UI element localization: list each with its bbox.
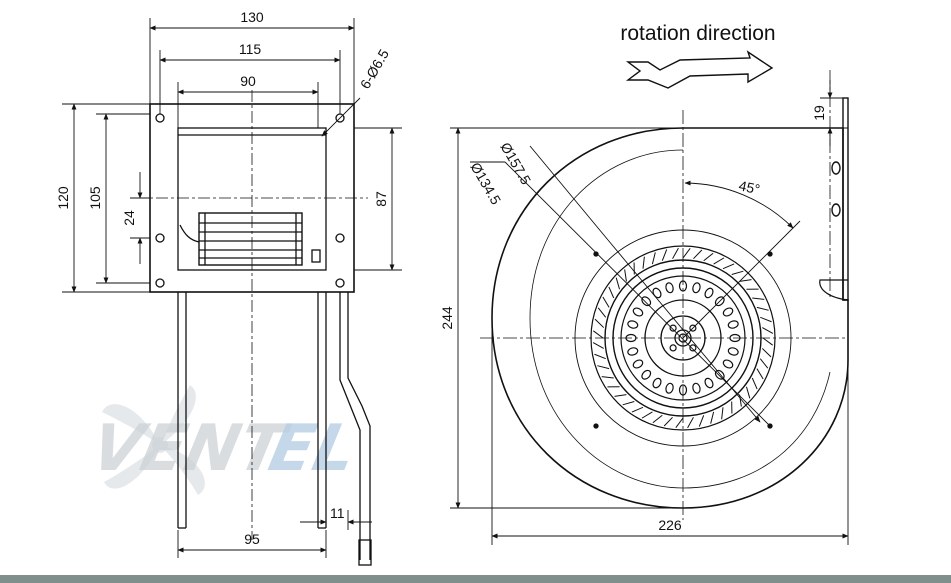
rotor-vent-hole	[652, 377, 662, 389]
impeller-blade	[631, 406, 644, 413]
impeller-blade	[761, 348, 772, 358]
impeller-blade	[739, 279, 752, 282]
impeller-blade	[682, 247, 691, 259]
dim-offset-19: 19	[811, 105, 827, 121]
impeller-blade	[661, 249, 668, 261]
dim-flange: 11	[330, 505, 345, 521]
impeller-blade	[592, 330, 604, 339]
dim-outlet-height: 87	[373, 191, 389, 207]
impeller-blade	[672, 247, 679, 259]
impeller-blade	[751, 377, 758, 390]
watermark-text-b: EL	[263, 412, 363, 486]
mounting-holes	[155, 113, 345, 288]
dim-offset-24: 24	[121, 210, 137, 226]
impeller-blade	[693, 249, 703, 260]
dim-dia-outer: Ø157.5	[497, 140, 534, 188]
rotor-vent-hole	[632, 307, 644, 317]
fan-logo-icon	[102, 385, 205, 495]
side-view	[135, 90, 372, 566]
impeller-blade	[601, 376, 614, 379]
impeller-blade	[594, 353, 606, 360]
impeller-blade	[756, 368, 764, 380]
watermark: VENT EL	[85, 385, 363, 495]
impeller-blade	[752, 297, 765, 300]
impeller-blade	[597, 365, 610, 370]
impeller-blade	[731, 270, 744, 276]
rotor-vent-hole	[727, 320, 739, 329]
motor	[179, 212, 321, 266]
dim-bottom-width: 95	[244, 531, 260, 547]
dim-inlet-width: 90	[240, 73, 256, 89]
hub-hole	[669, 324, 677, 332]
dim-angle: 45°	[737, 177, 761, 197]
dim-height-overall: 120	[55, 186, 71, 210]
rotor-vent-hole	[665, 282, 674, 294]
hub-hole	[689, 324, 697, 332]
impeller-blade	[713, 257, 725, 265]
impeller-blade	[624, 269, 627, 282]
rotor-vent-hole	[627, 320, 639, 329]
front-view-dim-labels: Ø157.5 Ø134.5 45° 19 244 226	[439, 105, 827, 533]
impeller-blade	[703, 252, 714, 262]
impeller-blade	[641, 411, 653, 419]
impeller-blade	[608, 286, 615, 299]
rotor-vent-hole	[641, 369, 652, 380]
rotor-vent-hole	[727, 347, 739, 356]
impeller-blade	[622, 400, 635, 406]
dim-width: 226	[658, 517, 682, 533]
rotor-vent-hole	[665, 382, 674, 394]
front-view-dimensions	[450, 80, 849, 545]
dim-width-overall: 130	[240, 9, 264, 25]
rotor-vent-hole	[652, 287, 662, 299]
impeller-blade	[687, 417, 694, 429]
impeller-blade	[615, 277, 621, 290]
rotor-vent-hole	[692, 282, 701, 294]
impeller-blade	[762, 327, 774, 334]
rotor-vent-hole	[722, 359, 734, 369]
dim-height: 244	[439, 306, 455, 330]
hub-hole	[669, 344, 677, 352]
impeller-blade	[652, 414, 663, 424]
footer-bar	[0, 575, 951, 583]
dim-holes: 6-Ø6.5	[357, 46, 392, 91]
impeller-blade	[710, 411, 715, 424]
impeller-blade	[594, 318, 605, 328]
rotor-vent-hole	[641, 296, 652, 307]
rotor-vent-hole	[704, 287, 714, 299]
dim-hole-spacing-h: 115	[239, 41, 262, 57]
impeller-blade	[597, 307, 607, 318]
power-cable	[339, 292, 372, 566]
impeller-blade	[762, 337, 774, 346]
rotor-vent-hole	[692, 382, 701, 394]
impeller-blade	[745, 386, 751, 399]
impeller-blade	[675, 417, 684, 429]
scroll-housing	[491, 127, 849, 509]
impeller-blade	[698, 415, 705, 427]
dim-dia-inner: Ø134.5	[467, 160, 504, 208]
impeller-blade	[721, 407, 724, 420]
watermark-text-a: VENT	[85, 412, 296, 486]
impeller-blade	[759, 358, 769, 369]
impeller-blade	[614, 394, 627, 397]
rotation-direction-label: rotation direction	[620, 22, 775, 45]
rotor-vent-hole	[722, 307, 734, 317]
side-view-dimensions	[62, 18, 402, 558]
rotor-vent-hole	[704, 377, 714, 389]
rotor-vent-hole	[632, 359, 644, 369]
hub-hole	[689, 344, 697, 352]
impeller-blade	[756, 306, 769, 311]
rotor-vent-hole	[627, 347, 639, 356]
impeller-blade	[642, 256, 645, 269]
impeller-blade	[592, 342, 604, 349]
rotation-arrow-icon	[625, 50, 774, 89]
impeller-blade	[760, 316, 772, 323]
dim-hole-spacing-v: 105	[87, 186, 103, 210]
front-view	[480, 70, 849, 520]
outlet-duct	[177, 292, 327, 529]
impeller-blade	[663, 416, 673, 427]
impeller-blade	[651, 252, 656, 265]
impeller-blade	[722, 263, 735, 270]
impeller-blade	[602, 296, 610, 308]
